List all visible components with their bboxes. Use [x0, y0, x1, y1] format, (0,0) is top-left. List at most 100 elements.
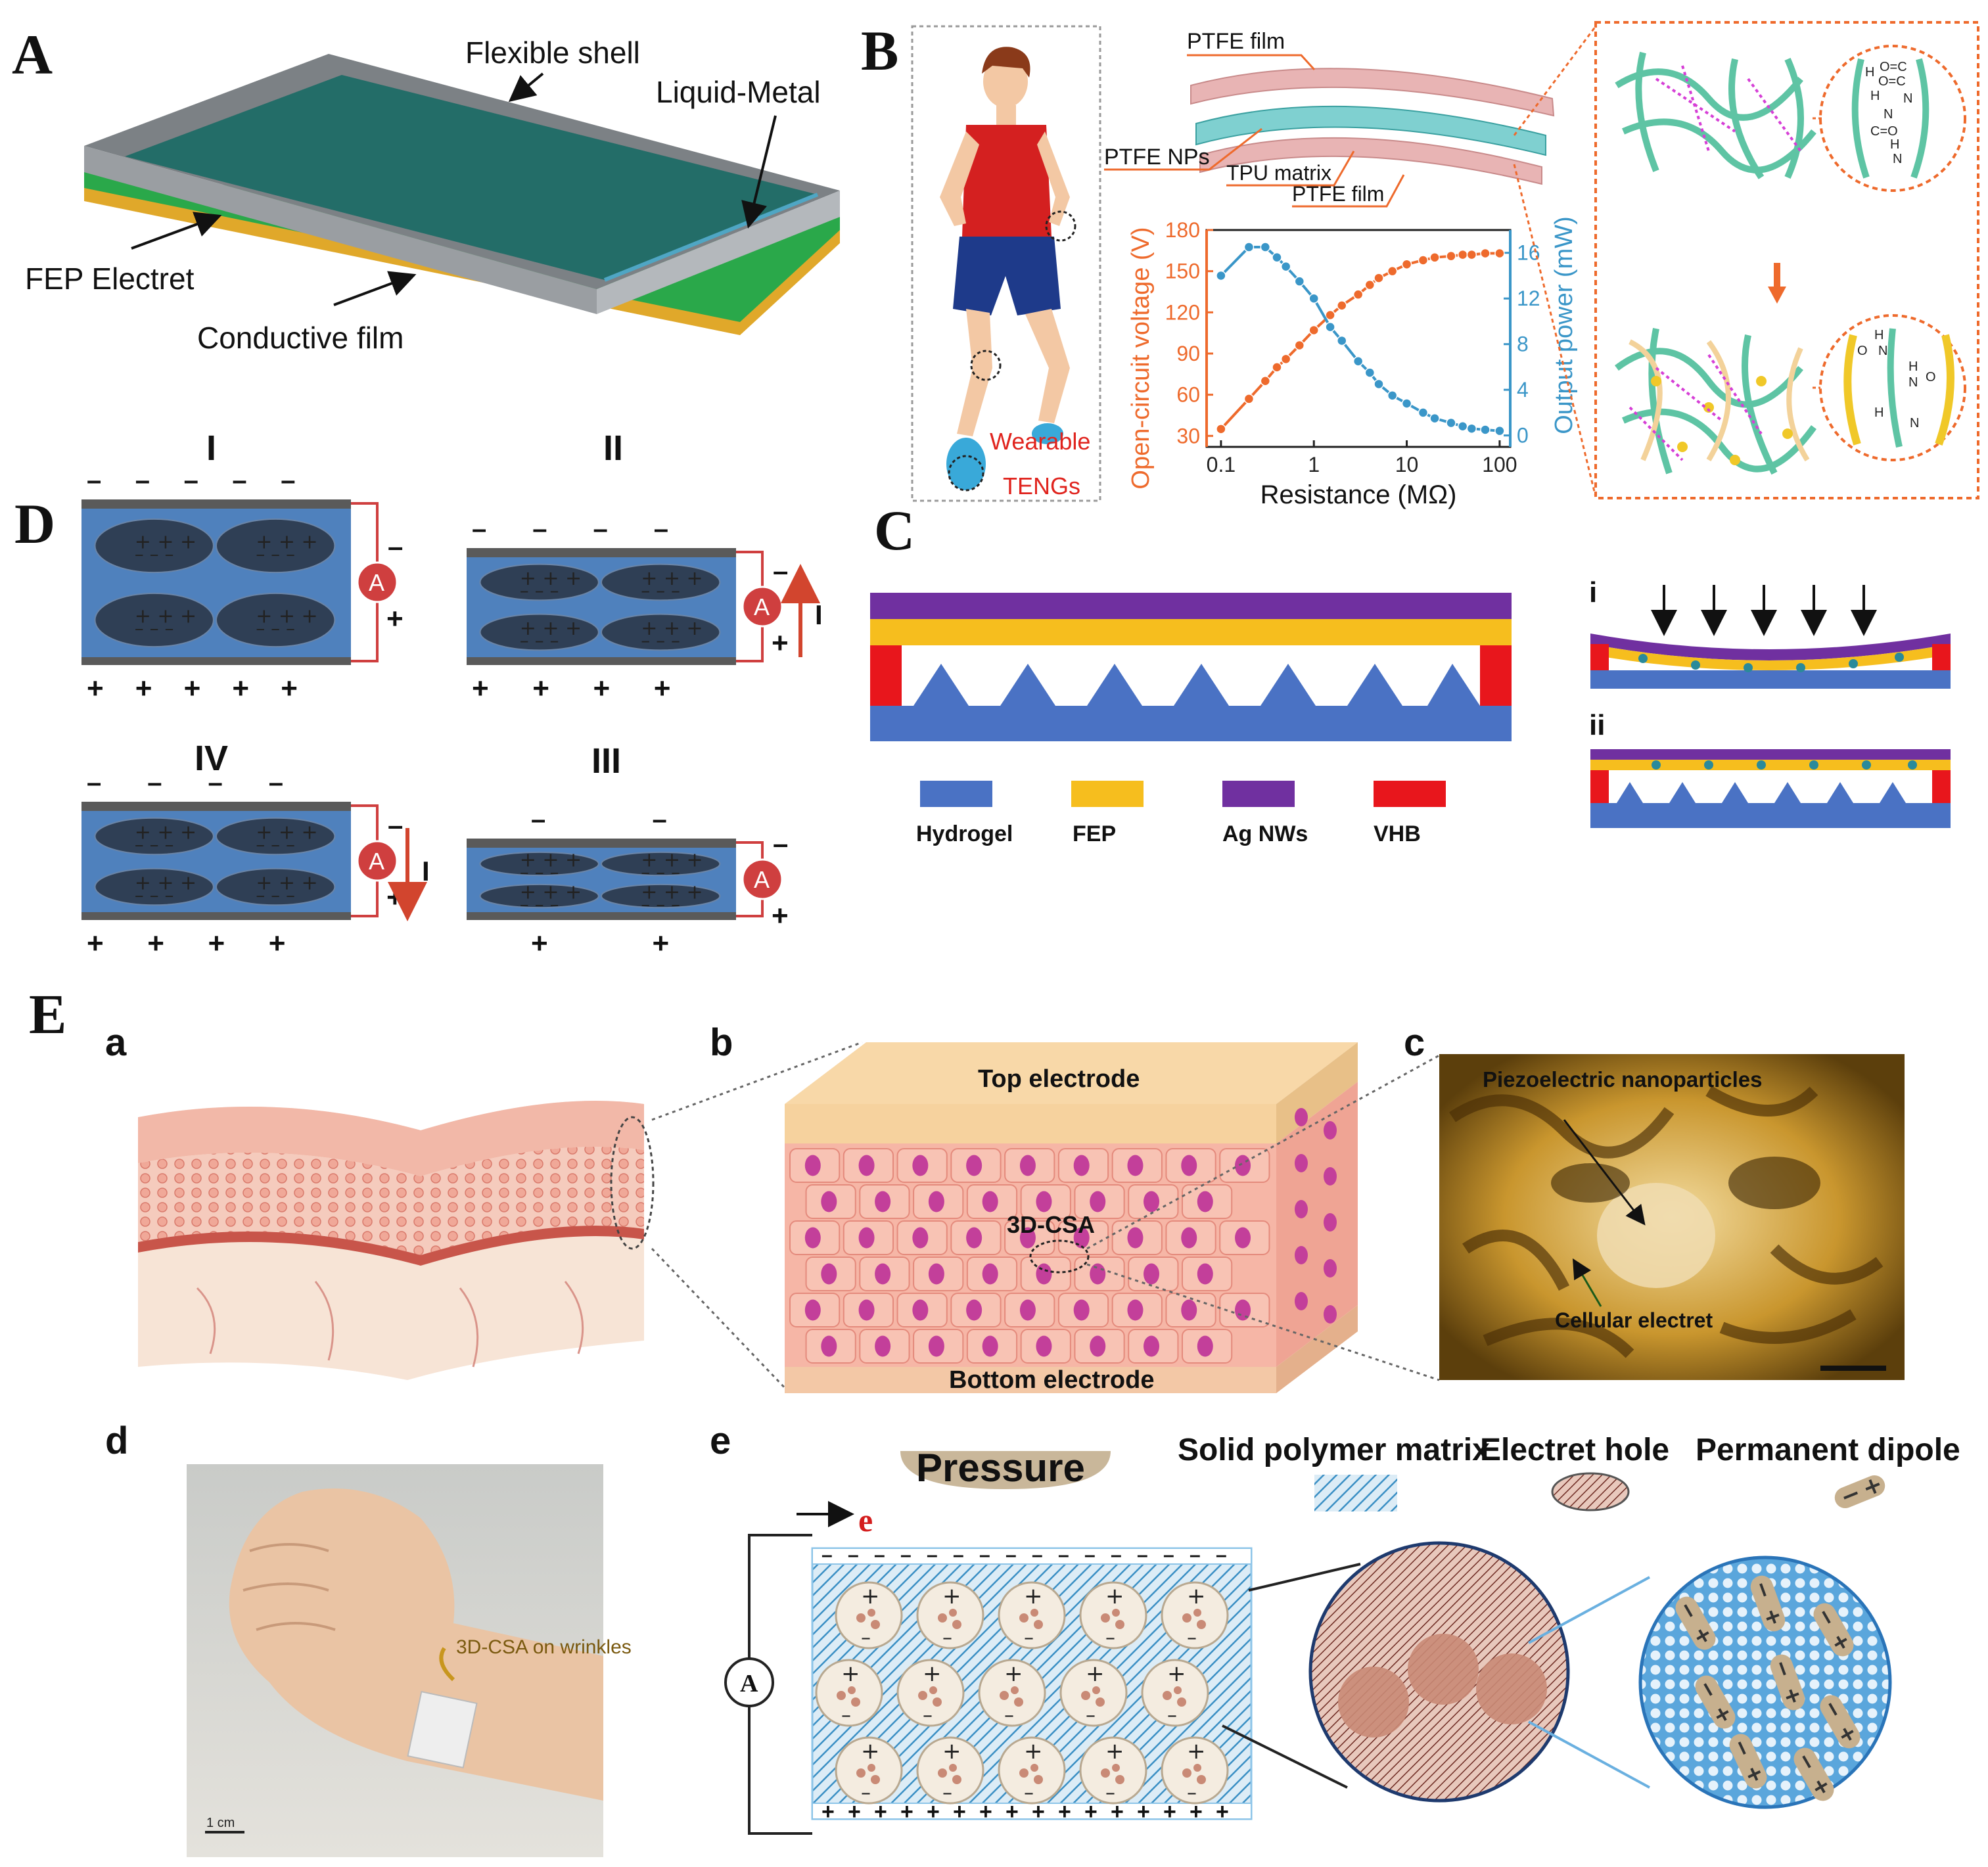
- hole-particle: [851, 1697, 860, 1707]
- data-point-power: [1243, 242, 1255, 252]
- hole-particle: [938, 1768, 947, 1778]
- d-pore-charge: + + +: [641, 617, 703, 640]
- data-point-power: [1429, 413, 1440, 424]
- d-pore: [94, 592, 214, 648]
- d-terminal-minus: –: [388, 810, 403, 841]
- leader-ptfe-nps: [1104, 127, 1262, 171]
- label-ptfe-film-top: PTFE film: [1187, 29, 1285, 54]
- d-pore-charge: + + +: [641, 849, 703, 872]
- hole-particle: [1030, 1764, 1038, 1772]
- e-e-zoom-line-bottom: [1222, 1724, 1348, 1789]
- dipole-body: [1750, 1575, 1786, 1632]
- bond-chains-bottom-green: [1887, 328, 1903, 448]
- chart-plot-frame: [1205, 229, 1512, 448]
- cell-nucleus: [875, 1335, 891, 1357]
- e-c-piezo-label: Piezoelectric nanoparticles: [1483, 1067, 1763, 1092]
- d-pore: [479, 613, 599, 651]
- cell-nucleus: [858, 1155, 875, 1176]
- data-point-voltage: [1364, 279, 1375, 290]
- e-e-ammeter-label: A: [740, 1670, 758, 1697]
- surface-charge-top: –: [1163, 1544, 1174, 1566]
- dipole: [1793, 1747, 1834, 1801]
- e-c-scale-bar: [1820, 1366, 1886, 1371]
- d-current-label-IV: I: [422, 856, 430, 887]
- c-stage-i: i: [1589, 576, 1597, 609]
- d-pore-charge: – – –: [520, 630, 559, 651]
- dipole-body: [1793, 1747, 1834, 1801]
- arrow-conductive-film: [333, 271, 417, 306]
- dipole-body: [1729, 1734, 1767, 1789]
- dipole: [1675, 1596, 1716, 1650]
- cell-nucleus: [1036, 1335, 1052, 1357]
- cell-nucleus: [1144, 1335, 1159, 1357]
- surface-charge-bottom: +: [1190, 1799, 1203, 1824]
- hole-particle: [1197, 1775, 1206, 1784]
- cell-nucleus: [1235, 1155, 1251, 1176]
- hole-charge: –: [841, 1704, 851, 1727]
- hole-charge: –: [1105, 1626, 1115, 1649]
- data-point-voltage: [1325, 310, 1335, 321]
- c-i-vhb-left: [1590, 644, 1609, 670]
- d-stage-IV: IV: [195, 739, 228, 778]
- y-tick-label: 180: [1165, 218, 1200, 242]
- d-surface-charge: –: [654, 515, 668, 543]
- d-pore-charge: + + +: [641, 567, 703, 590]
- c-ii-vhb-right: [1932, 770, 1951, 803]
- dipole: [1729, 1734, 1767, 1789]
- d-surface-charge: –: [281, 466, 295, 495]
- hole-particle: [1193, 1609, 1201, 1617]
- bond-chains-bottom-yellow: [1843, 334, 1954, 446]
- surface-charge-top: –: [900, 1544, 912, 1566]
- dipole-body: [1820, 1695, 1861, 1749]
- d-pore-charge: – – –: [135, 618, 174, 639]
- d-pore-charge: + + +: [135, 605, 196, 628]
- d-pore-charge: – – –: [135, 885, 174, 906]
- hole-particle: [1112, 1609, 1120, 1617]
- d-pore-charge: + + +: [520, 567, 582, 590]
- hole-particle: [1034, 1620, 1043, 1629]
- polymer-network-before: [1615, 51, 1816, 179]
- data-point-power: [1466, 423, 1477, 434]
- cell-nucleus: [912, 1227, 929, 1249]
- hole-charge: –: [942, 1782, 952, 1805]
- leader-ptfe-film-top: [1187, 54, 1316, 71]
- dipole-plus-v: [1696, 1631, 1709, 1640]
- e-b-bottom-electrode: Bottom electrode: [949, 1366, 1154, 1394]
- hole-particle: [867, 1609, 875, 1617]
- e-c-piezo-arrow: [1563, 1119, 1646, 1226]
- e-b-zoom-line-top: [1086, 1054, 1440, 1250]
- d-terminal-plus: +: [772, 900, 789, 932]
- d-pore-charge: + + +: [256, 531, 317, 554]
- d-cell-III: + + +– – –+ + +– – –+ + +– – –+ + +– – –…: [467, 805, 789, 959]
- panel-a: A Flexible shell Liquid-Metal FEP Electr…: [12, 23, 840, 355]
- surface-charge-top: –: [1216, 1544, 1227, 1566]
- leader-tpu-matrix: [1226, 150, 1355, 187]
- cell-nucleus: [1181, 1227, 1197, 1249]
- hole-particle: [1115, 1620, 1124, 1629]
- dipole-minus: [1738, 1741, 1746, 1755]
- surface-charge-bottom: +: [979, 1799, 992, 1824]
- d-pore-charge: – – –: [641, 894, 680, 915]
- cell-nucleus: [1181, 1299, 1197, 1321]
- c-legend: Hydrogel FEP Ag NWs VHB: [916, 781, 1446, 846]
- e-e-electron-label: e: [858, 1502, 873, 1538]
- hole-charge: –: [1024, 1626, 1034, 1649]
- cell-nucleus: [1090, 1263, 1106, 1285]
- cell-nucleus: [966, 1299, 982, 1321]
- d-pore-charge: + + +: [256, 872, 317, 895]
- d-terminal-plus: +: [386, 881, 404, 913]
- x-tick-label: 100: [1482, 453, 1517, 476]
- d-ammeter: [356, 561, 398, 603]
- e-e-dipole-zoom-line-top: [1528, 1576, 1650, 1644]
- cell-nucleus: [1235, 1299, 1251, 1321]
- hole-charge: +: [1086, 1661, 1105, 1687]
- cell-nucleus-side: [1295, 1154, 1308, 1172]
- y2-tick-label: 4: [1517, 378, 1529, 402]
- d-pore-charge: – – –: [256, 543, 295, 565]
- d-pore-charge: – – –: [641, 862, 680, 883]
- d-bottom-electrode: [81, 912, 351, 920]
- surface-charge-top: –: [1032, 1544, 1043, 1566]
- hole-particle: [1197, 1620, 1206, 1629]
- d-pore-charge: + + +: [135, 821, 196, 844]
- cell-nucleus-side: [1295, 1292, 1308, 1310]
